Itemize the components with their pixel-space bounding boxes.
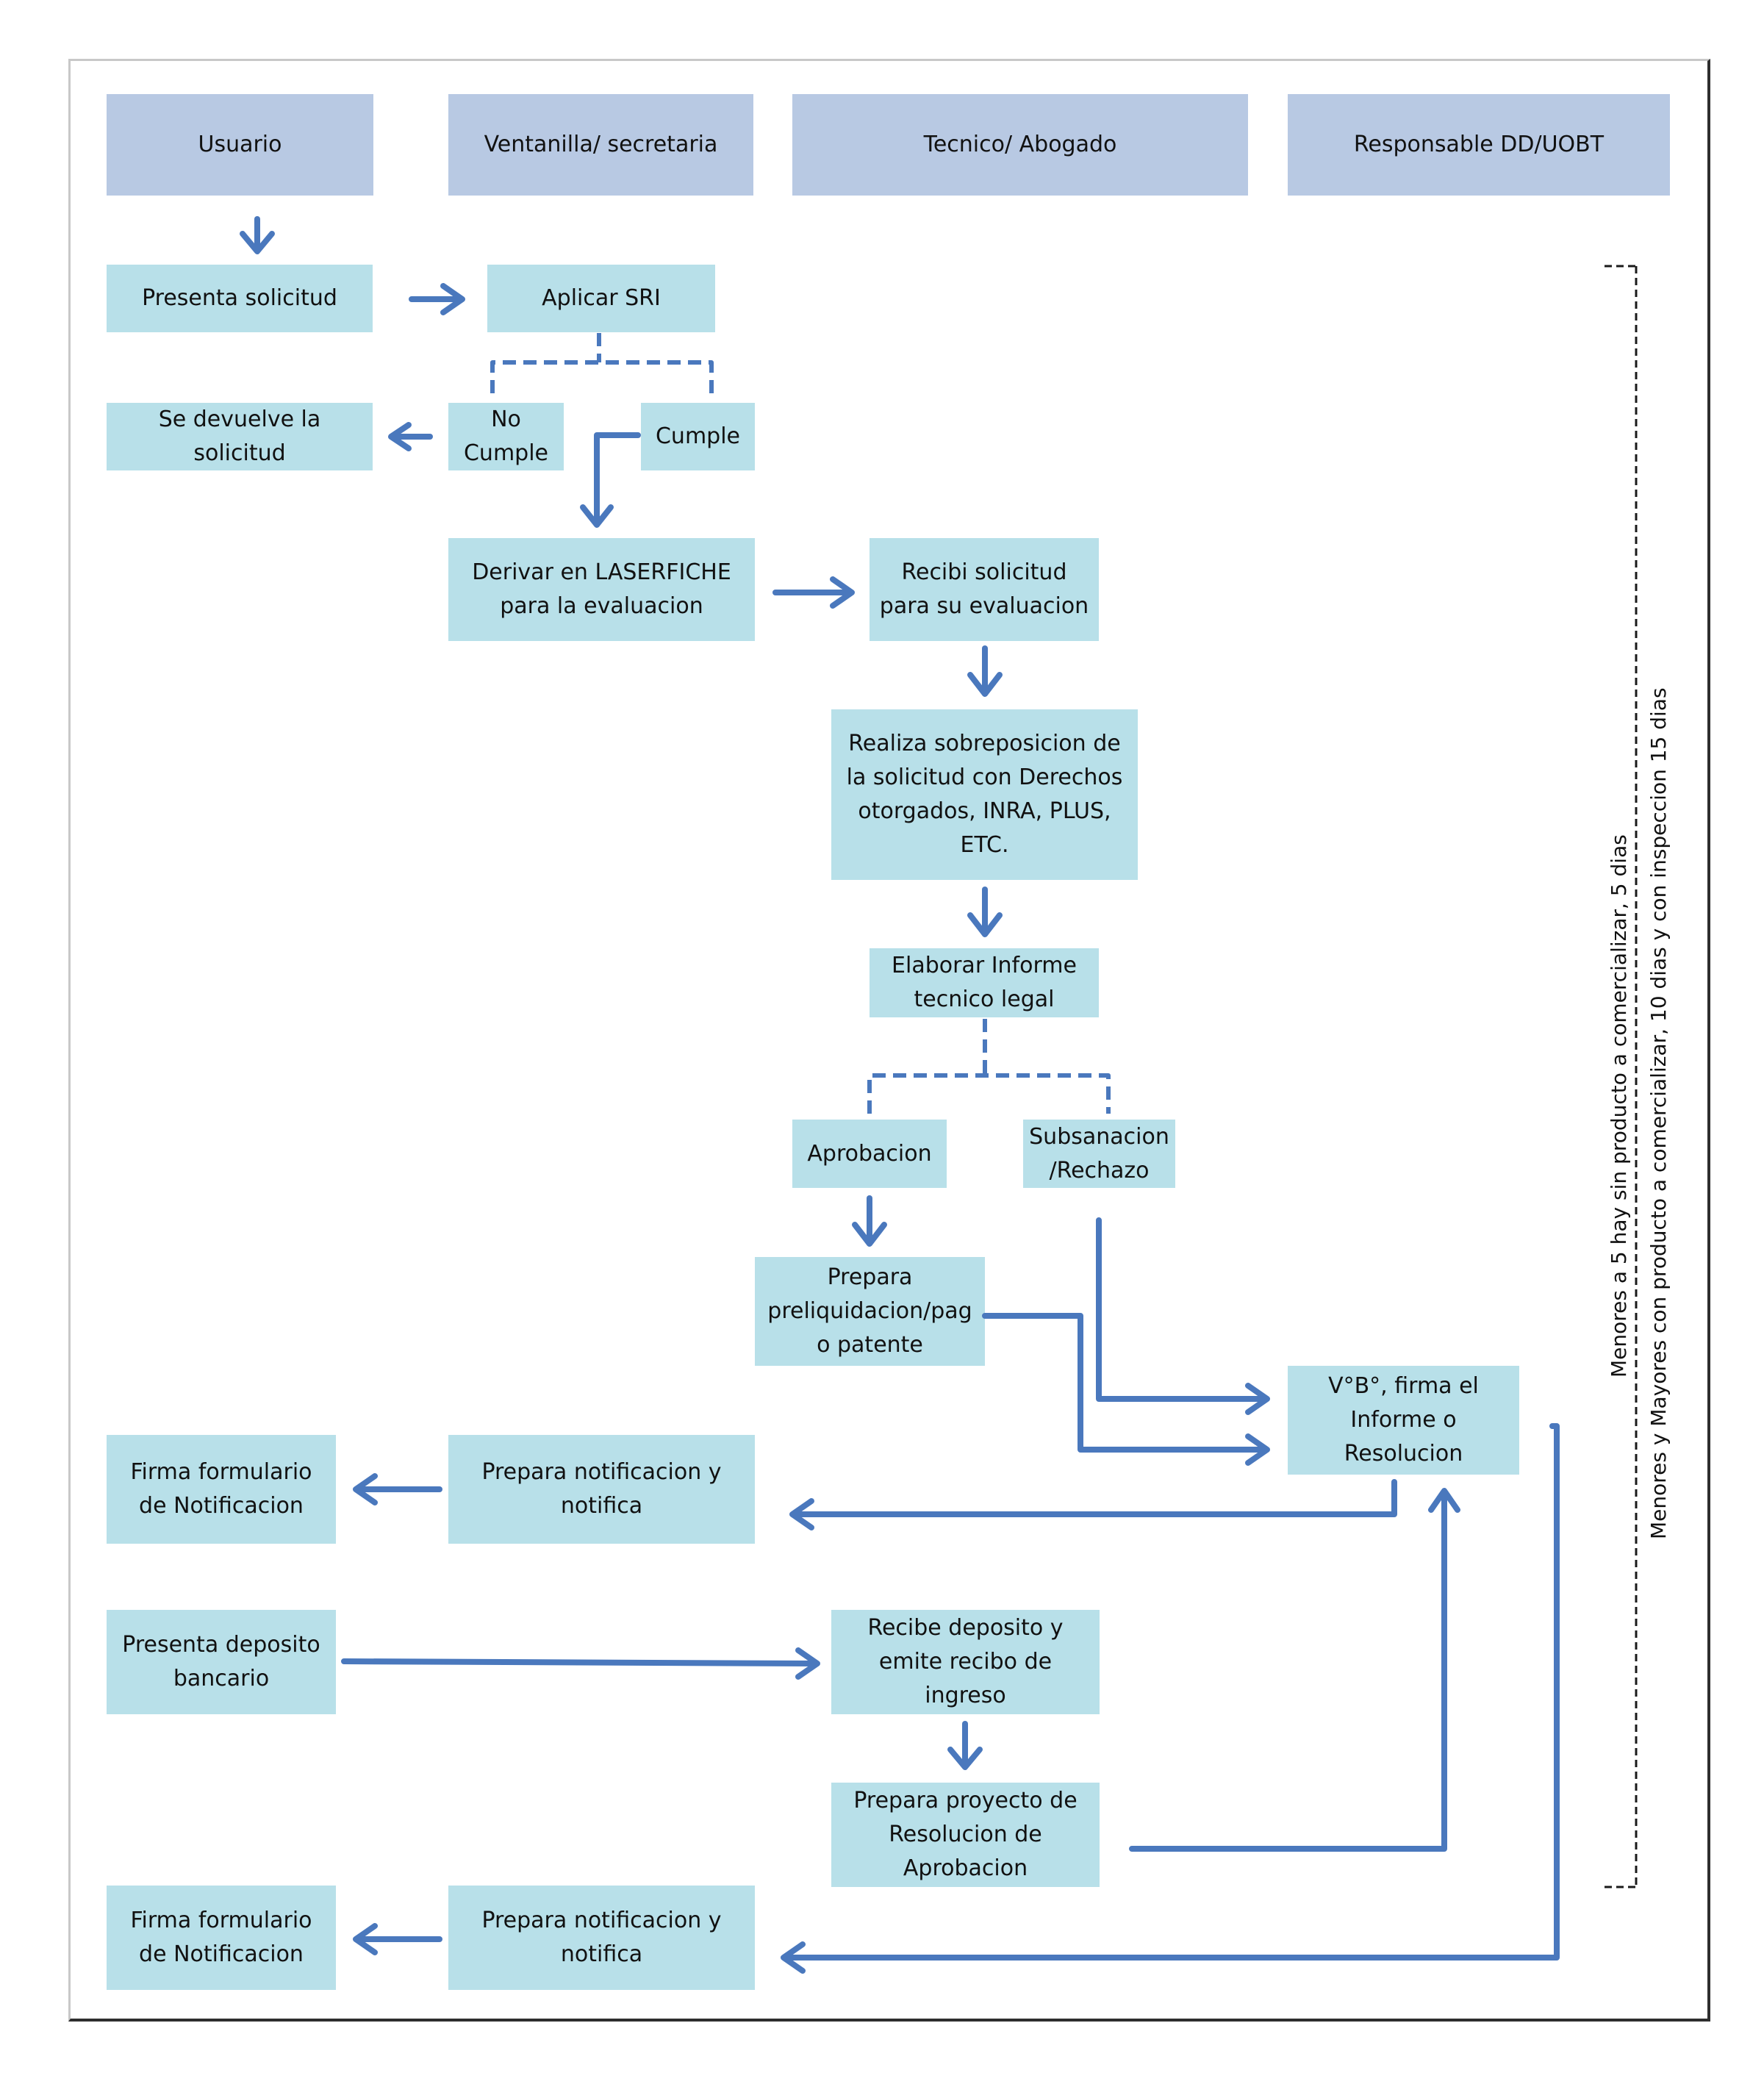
arrow-aprobacion-to-preliquidacion (852, 1195, 887, 1247)
arrow-proyecto-to-vb (1129, 1488, 1460, 1852)
step-derivar-laserfiche: Derivar en LASERFICHE para la evaluacion (448, 538, 755, 641)
arrow-realiza-to-elaborar (967, 887, 1003, 937)
time-note-line-2: Menores y Mayores con producto a comerci… (1646, 687, 1671, 1539)
arrow-header-to-presenta (240, 216, 275, 254)
step-cumple: Cumple (641, 403, 755, 470)
arrow-recibi-to-realiza (967, 645, 1003, 697)
branch-sri-decision (490, 360, 714, 393)
step-se-devuelve: Se devuelve la solicitud (107, 403, 373, 470)
step-subsanacion-rechazo: Subsanacion /Rechazo (1023, 1120, 1175, 1188)
arrow-vb-to-notificacion-1 (789, 1479, 1397, 1530)
lane-header-responsable: Responsable DD/UOBT (1288, 94, 1670, 196)
time-bracket (1605, 265, 1638, 1888)
step-prepara-notificacion-2: Prepara notificacion y notifica (448, 1886, 755, 1990)
step-realiza-sobreposicion: Realiza sobreposicion de la solicitud co… (831, 709, 1138, 880)
arrow-subsanacion-to-vb (1096, 1217, 1270, 1415)
lane-header-ventanilla: Ventanilla/ secretaria (448, 94, 753, 196)
arrow-deposito-to-recibe (341, 1647, 820, 1680)
arrow-nocumple-to-devuelve (388, 422, 433, 451)
arrow-preliquidacion-to-vb (982, 1313, 1270, 1466)
arrow-cumple-to-derivar (580, 432, 641, 528)
step-elaborar-informe: Elaborar Informe tecnico legal (870, 948, 1099, 1017)
arrow-derivar-to-recibi (772, 576, 855, 609)
lane-header-usuario: Usuario (107, 94, 373, 196)
arrow-notificacion1-to-firma1 (353, 1473, 442, 1505)
step-prepara-notificacion-1: Prepara notificacion y notifica (448, 1435, 755, 1544)
step-presenta-solicitud: Presenta solicitud (107, 265, 373, 332)
time-note-line-1: Menores a 5 hay sin producto a comercial… (1607, 834, 1631, 1378)
arrow-notificacion2-to-firma2 (353, 1923, 442, 1955)
step-aplicar-sri: Aplicar SRI (487, 265, 715, 332)
step-recibi-solicitud: Recibi solicitud para su evaluacion (870, 538, 1099, 641)
arrow-recibe-to-proyecto (947, 1721, 983, 1770)
lane-header-tecnico: Tecnico/ Abogado (792, 94, 1248, 196)
diagram-frame (68, 59, 1710, 2022)
step-prepara-preliquidacion: Prepara preliquidacion/pag o patente (755, 1257, 985, 1366)
step-presenta-deposito: Presenta deposito bancario (107, 1610, 336, 1714)
branch-informe-decision (867, 1073, 1111, 1114)
step-aprobacion: Aprobacion (792, 1120, 947, 1188)
step-firma-formulario-1: Firma formulario de Notificacion (107, 1435, 336, 1544)
step-recibe-deposito: Recibe deposito y emite recibo de ingres… (831, 1610, 1100, 1714)
arrow-vb-to-notificacion-2 (781, 1423, 1560, 1974)
step-firma-formulario-2: Firma formulario de Notificacion (107, 1886, 336, 1990)
step-vb-firma: V°B°, firma el Informe o Resolucion (1288, 1366, 1519, 1475)
step-no-cumple: No Cumple (448, 403, 564, 470)
arrow-presenta-to-sri (409, 283, 465, 315)
step-prepara-proyecto: Prepara proyecto de Resolucion de Aproba… (831, 1783, 1100, 1887)
